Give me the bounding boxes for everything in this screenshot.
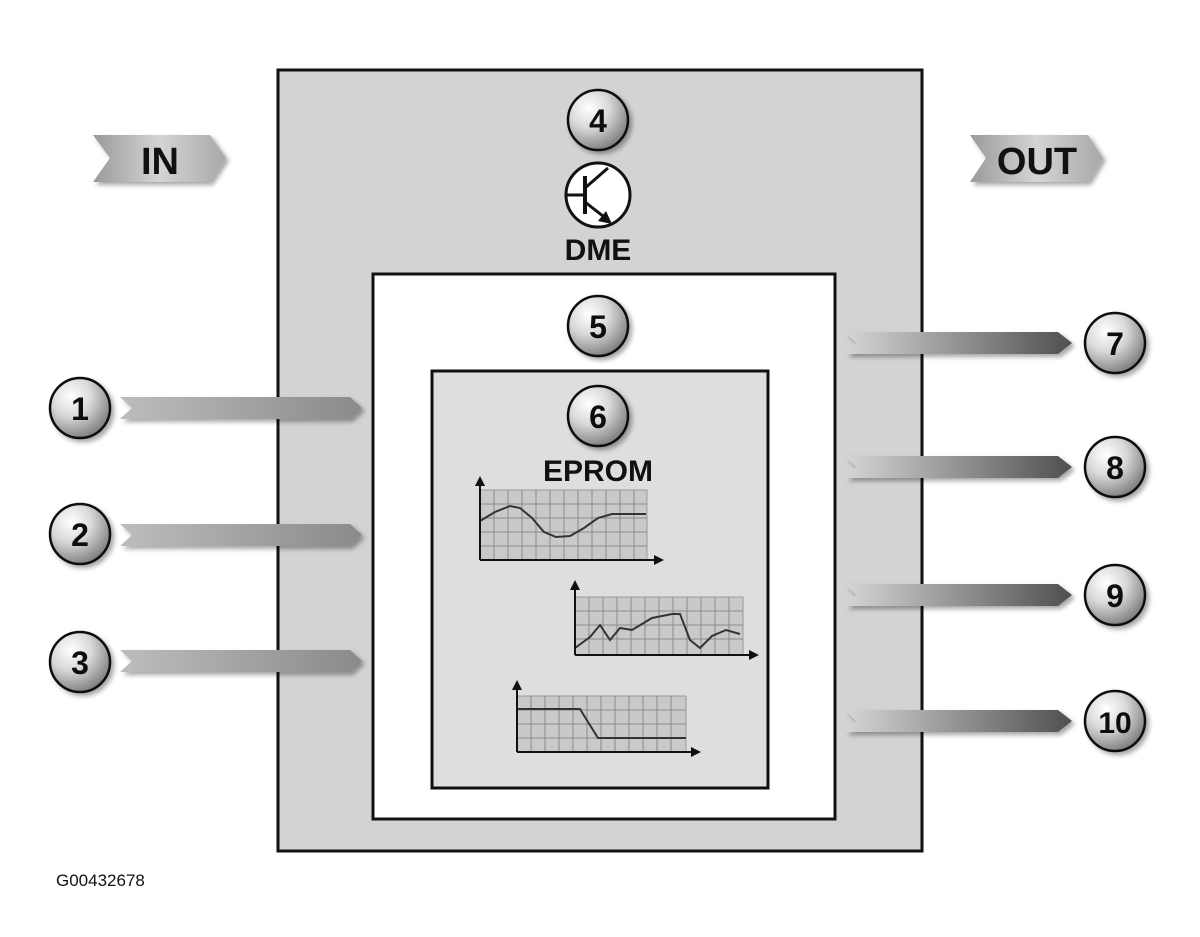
callout-2: 2 xyxy=(48,502,112,566)
map-chart-2-curve xyxy=(574,613,741,650)
callout-4-text: 4 xyxy=(589,103,607,139)
out-tag: OUT xyxy=(970,135,1103,183)
input-arrow-2 xyxy=(120,524,362,546)
in-label: IN xyxy=(141,141,179,183)
callout-2-text: 2 xyxy=(71,517,89,553)
map-chart-1-curve xyxy=(479,504,646,539)
output-arrow-10 xyxy=(845,710,1072,732)
output-arrow-8 xyxy=(845,456,1072,478)
callout-9-text: 9 xyxy=(1106,578,1124,614)
callout-1-text: 1 xyxy=(71,391,89,427)
map-chart-3-curve xyxy=(517,708,686,739)
figure-code: G00432678 xyxy=(56,871,145,890)
callout-5: 5 xyxy=(566,294,630,358)
map-chart-3 xyxy=(512,680,701,757)
map-chart-2-grid xyxy=(575,597,743,655)
callout-3-text: 3 xyxy=(71,645,89,681)
eprom-label: EPROM xyxy=(543,455,653,488)
map-chart-2 xyxy=(570,580,759,660)
output-arrow-9 xyxy=(845,584,1072,606)
callout-7-text: 7 xyxy=(1106,326,1124,362)
callout-6-text: 6 xyxy=(589,399,607,435)
dme-label: DME xyxy=(565,234,632,267)
callout-9: 9 xyxy=(1083,563,1147,627)
callout-1: 1 xyxy=(48,376,112,440)
out-label: OUT xyxy=(997,141,1077,183)
callout-8-text: 8 xyxy=(1106,450,1124,486)
callout-5-text: 5 xyxy=(589,309,607,345)
input-arrow-1 xyxy=(120,397,362,419)
callout-10: 10 xyxy=(1083,689,1147,753)
callout-8: 8 xyxy=(1083,435,1147,499)
callout-10-text: 10 xyxy=(1098,707,1131,740)
input-arrow-3 xyxy=(120,650,362,672)
callout-6: 6 xyxy=(566,384,630,448)
map-chart-1-grid xyxy=(480,490,647,560)
callout-4: 4 xyxy=(566,88,630,152)
transistor-icon xyxy=(564,161,632,229)
callout-3: 3 xyxy=(48,630,112,694)
output-arrow-7 xyxy=(845,332,1072,354)
callout-7: 7 xyxy=(1083,311,1147,375)
in-tag: IN xyxy=(93,135,226,183)
map-chart-1 xyxy=(475,476,664,565)
